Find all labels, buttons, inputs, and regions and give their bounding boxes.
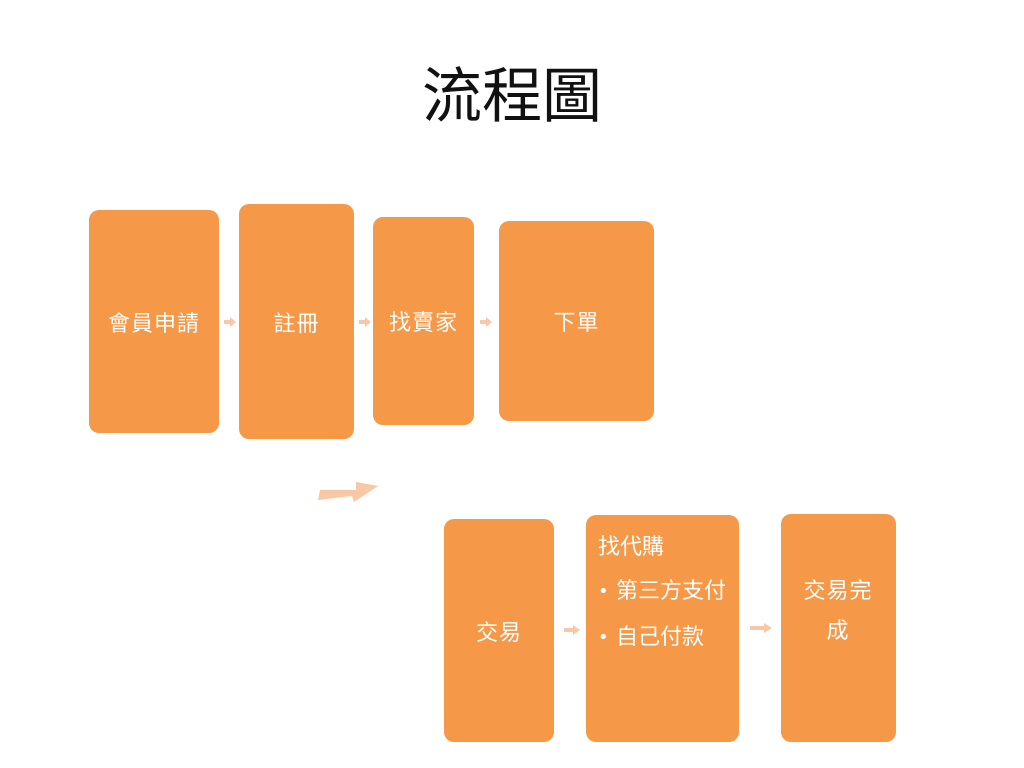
arrow-right-icon <box>224 317 236 327</box>
step-label: 下單 <box>553 311 600 336</box>
step-label: 交易 <box>475 620 522 646</box>
step-trade-complete: 交易完成 <box>781 514 896 742</box>
step-member-application: 會員申請 <box>89 210 219 433</box>
arrow-right-icon <box>480 317 492 327</box>
bullet-dot-icon: • <box>598 581 609 602</box>
step-find-seller: 找賣家 <box>373 217 474 425</box>
payment-options-list: • 第三方支付 • 自己付款 <box>598 571 729 659</box>
list-item: • 第三方支付 <box>598 571 729 613</box>
step-heading: 找代購 <box>598 535 665 560</box>
step-place-order: 下單 <box>499 221 654 421</box>
step-trade: 交易 <box>444 519 554 742</box>
step-label: 交易完成 <box>803 579 873 644</box>
list-item-text: 自己付款 <box>616 625 705 650</box>
step-register: 註冊 <box>239 204 354 439</box>
list-item: • 自己付款 <box>598 617 729 659</box>
step-label: 找賣家 <box>388 311 458 336</box>
row-connector-arrow-icon <box>318 482 380 508</box>
bullet-dot-icon: • <box>598 627 609 648</box>
step-label: 會員申請 <box>107 311 200 337</box>
arrow-right-icon <box>359 317 371 327</box>
step-label: 註冊 <box>273 311 320 337</box>
slide-title: 流程圖 <box>422 62 602 132</box>
list-item-text: 第三方支付 <box>616 579 727 604</box>
step-find-agent: 找代購 • 第三方支付 • 自己付款 <box>586 515 739 742</box>
arrow-right-icon <box>750 623 772 633</box>
arrow-right-icon <box>564 625 580 635</box>
